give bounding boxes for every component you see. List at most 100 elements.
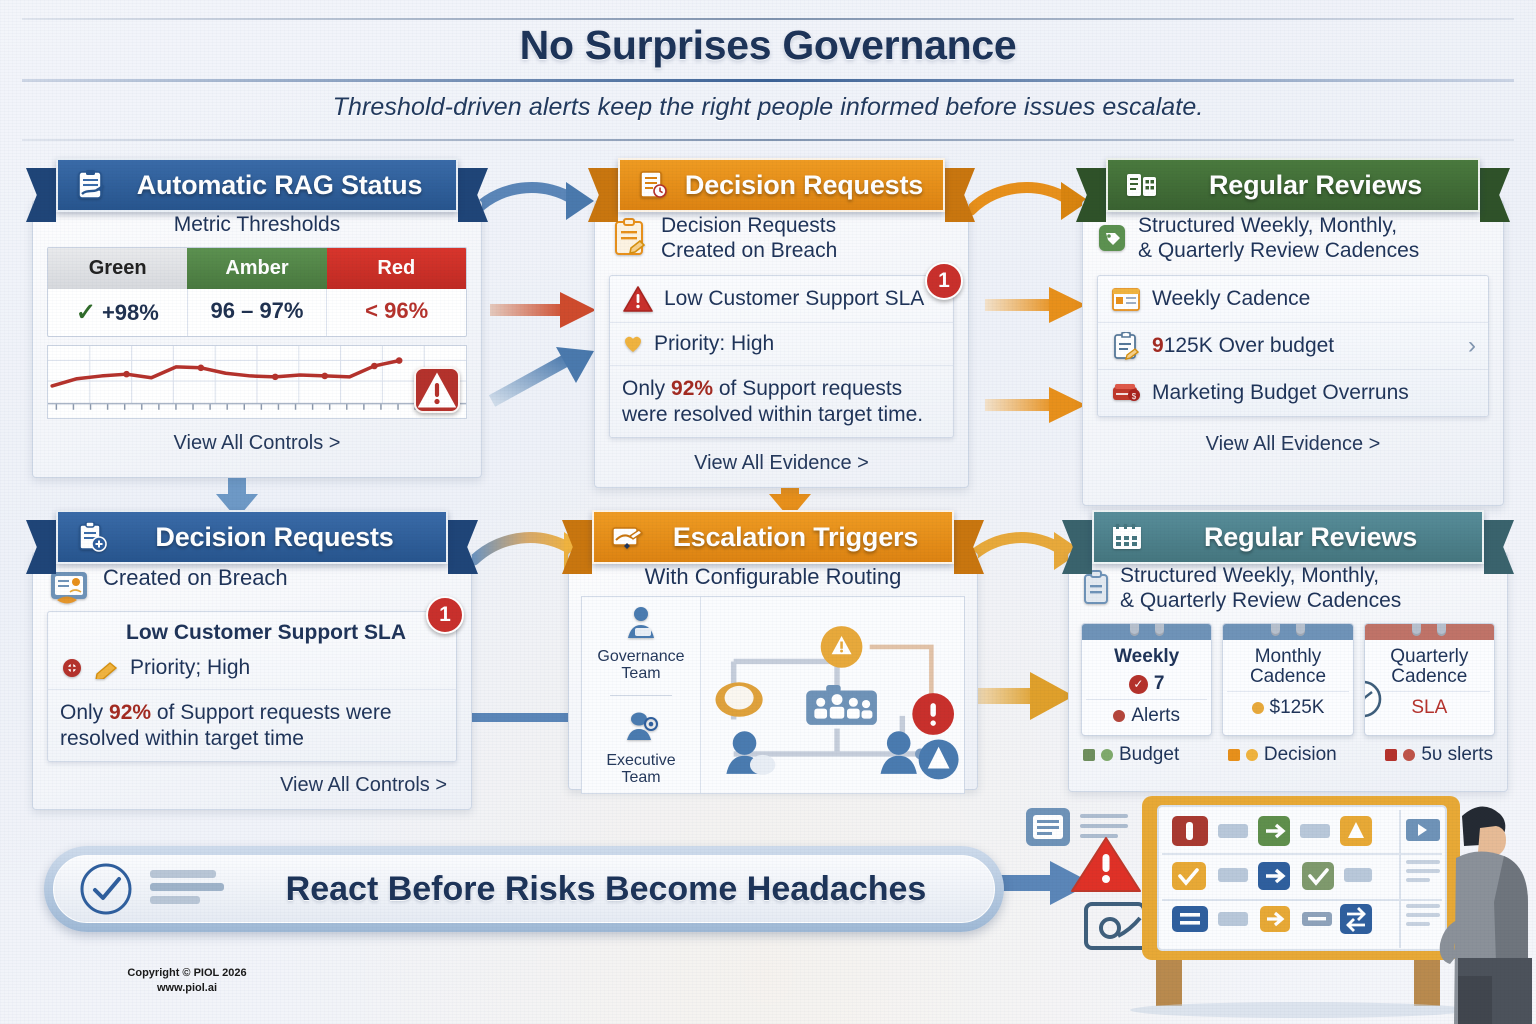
panel-regular-reviews-top[interactable]: Regular Reviews Structured Weekly, Month… xyxy=(1076,158,1510,506)
arrow-decision-to-reviews xyxy=(965,176,1095,232)
table-value-row: ✓+98% 96 – 97% < 96% xyxy=(48,289,466,336)
calendar-rings xyxy=(1082,624,1211,637)
svg-text:$: $ xyxy=(1132,392,1137,401)
connector-decision-to-escalation-line xyxy=(425,710,575,724)
ribbon-regular-reviews: Regular Reviews xyxy=(1106,158,1480,212)
view-all-controls-link[interactable]: View All Controls > xyxy=(280,774,447,797)
person-reading-icon xyxy=(618,604,664,644)
calendar-rings xyxy=(1365,624,1494,637)
card-top-bar xyxy=(1364,624,1494,641)
panel-body: Metric Thresholds Green Amber Red ✓+98% … xyxy=(32,200,482,478)
cadence-name: Weekly xyxy=(1114,646,1180,668)
calendar-rings xyxy=(1223,624,1352,637)
person-target-icon xyxy=(618,708,664,748)
arrow-rag-up-to-decision xyxy=(488,345,600,407)
cadence-cards: Weekly ✓ 7 Alerts xyxy=(1081,623,1495,737)
ribbon-title: Regular Reviews xyxy=(1203,521,1418,552)
person-orange-icon xyxy=(715,682,763,717)
legend-label: Budget xyxy=(1119,744,1180,766)
panel-escalation-triggers[interactable]: Escalation Triggers With Configurable Ro… xyxy=(562,510,984,794)
list-item[interactable]: $ Marketing Budget Overruns xyxy=(1098,369,1488,416)
panel-regular-reviews-bottom[interactable]: Regular Reviews Structured Weekly, Month… xyxy=(1062,510,1514,792)
reviews-list[interactable]: Weekly Cadence 9125K Over budget › $ Mar… xyxy=(1097,275,1489,418)
body-rest: of Support requests were xyxy=(151,701,392,724)
cadence-card-monthly[interactable]: Monthly Cadence $125K xyxy=(1222,623,1354,737)
gauge-icon xyxy=(1364,679,1383,719)
team-label-line-2: Team xyxy=(621,768,661,786)
subhead-line-1: Structured Weekly, Monthly, xyxy=(1138,214,1398,237)
green-threshold: +98% xyxy=(101,300,159,325)
panel-decision-requests-top[interactable]: Decision Requests Decision Requests Crea… xyxy=(588,158,975,488)
ribbon-title: Escalation Triggers xyxy=(672,521,919,552)
cadence-value: $125K xyxy=(1269,696,1325,718)
ribbon-automatic-rag-status: Automatic RAG Status xyxy=(56,158,458,212)
alert-count-badge: 1 xyxy=(925,262,963,301)
panel-body: With Configurable Routing Governance Tea… xyxy=(568,552,978,794)
subhead-line-1: Decision Requests xyxy=(661,214,837,237)
panel-body: Structured Weekly, Monthly, & Quarterly … xyxy=(1082,200,1504,506)
cadence-value-row: $125K xyxy=(1227,690,1349,719)
card-row-body: Only 92% of Support requests were resolv… xyxy=(48,689,456,761)
panel-subhead: Created on Breach xyxy=(47,563,457,609)
cadence-value-row: ✓ 7 xyxy=(1086,671,1207,695)
view-all-evidence-link[interactable]: View All Evidence > xyxy=(694,452,869,475)
ribbon-regular-reviews-bottom: Regular Reviews xyxy=(1092,510,1484,564)
decision-request-card[interactable]: 1 Low Customer Support SLA Priority; Hig… xyxy=(47,596,464,763)
cta-banner[interactable]: React Before Risks Become Headaches xyxy=(44,846,1004,932)
arrow-escalation-to-reviews-body xyxy=(968,668,1078,724)
cta-text: React Before Risks Become Headaches xyxy=(285,869,927,908)
legend-swatch xyxy=(1227,749,1240,762)
cell-red-value: < 96% xyxy=(365,298,429,323)
cadence-value: SLA xyxy=(1411,696,1448,718)
check-circle-icon xyxy=(78,861,134,917)
page-subtitle: Threshold-driven alerts keep the right p… xyxy=(332,93,1204,121)
metric-thresholds-title: Metric Thresholds xyxy=(173,213,341,236)
column-header-amber: Amber xyxy=(187,248,327,289)
panel-automatic-rag-status[interactable]: Automatic RAG Status Metric Thresholds G… xyxy=(26,158,488,478)
decision-request-card[interactable]: 1 Low Customer Support SLA Priority: Hig… xyxy=(609,262,963,439)
subhead-text: Decision Requests Created on Breach xyxy=(661,213,837,263)
cadence-card-weekly[interactable]: Weekly ✓ 7 Alerts xyxy=(1081,623,1213,737)
hand-signing-icon xyxy=(610,522,644,552)
card-row-title: Low Customer Support SLA xyxy=(610,276,953,322)
list-item[interactable]: 9125K Over budget › xyxy=(1098,322,1488,369)
cta-inner: React Before Risks Become Headaches xyxy=(53,855,995,923)
card-top-bar xyxy=(1082,624,1212,641)
cadence-sub-row: Alerts xyxy=(1086,699,1208,727)
cadence-card-quarterly[interactable]: Quarterly Cadence SLA xyxy=(1363,623,1495,737)
card-row-priority: Priority; High xyxy=(48,654,456,689)
alert-count-badge: 1 xyxy=(426,596,464,634)
body-highlight: 92% xyxy=(671,377,714,401)
routing-graph xyxy=(701,597,964,793)
clipboard-plus-icon xyxy=(74,522,108,552)
red-gear-icon xyxy=(60,657,84,679)
body-line-2: were resolved within target time. xyxy=(622,403,924,427)
legend-item: Decision xyxy=(1227,744,1337,766)
chevron-right-icon[interactable]: › xyxy=(1468,332,1476,360)
list-item-label: Weekly Cadence xyxy=(1152,287,1311,311)
ribbon-tail-right xyxy=(1480,168,1510,222)
panel-decision-requests-bottom[interactable]: Decision Requests Created on Breach 1 Lo… xyxy=(26,510,478,810)
subhead-line-2: & Quarterly Review Cadences xyxy=(1120,589,1402,613)
view-all-controls-link[interactable]: View All Controls > xyxy=(173,432,341,454)
header-divider-middle xyxy=(22,79,1514,82)
arrow-rag-to-decision xyxy=(470,176,600,232)
cadence-name-line-1: Monthly xyxy=(1254,646,1322,668)
chart-alert-badge[interactable] xyxy=(414,367,460,413)
check-icon: ✓ xyxy=(75,299,96,326)
list-item[interactable]: Weekly Cadence xyxy=(1098,276,1488,322)
team-label-governance: Governance Team xyxy=(597,648,684,683)
copyright-text: Copyright © PIOL 2026 xyxy=(127,967,247,979)
businessman-figure xyxy=(1439,806,1532,1024)
subhead-text: Structured Weekly, Monthly, & Quarterly … xyxy=(1120,563,1401,613)
panel-subhead: Decision Requests Created on Breach xyxy=(609,213,954,263)
cadence-value: 7 xyxy=(1153,673,1165,695)
person-cone-icon xyxy=(880,731,959,780)
body-prefix: Only xyxy=(60,701,110,724)
ribbon-escalation-triggers: Escalation Triggers xyxy=(592,510,954,564)
status-dot xyxy=(1251,701,1264,714)
budget-rest: 125K Over budget xyxy=(1163,334,1335,358)
view-all-evidence-link[interactable]: View All Evidence > xyxy=(1205,433,1381,456)
cadence-value-row: SLA xyxy=(1368,690,1490,719)
